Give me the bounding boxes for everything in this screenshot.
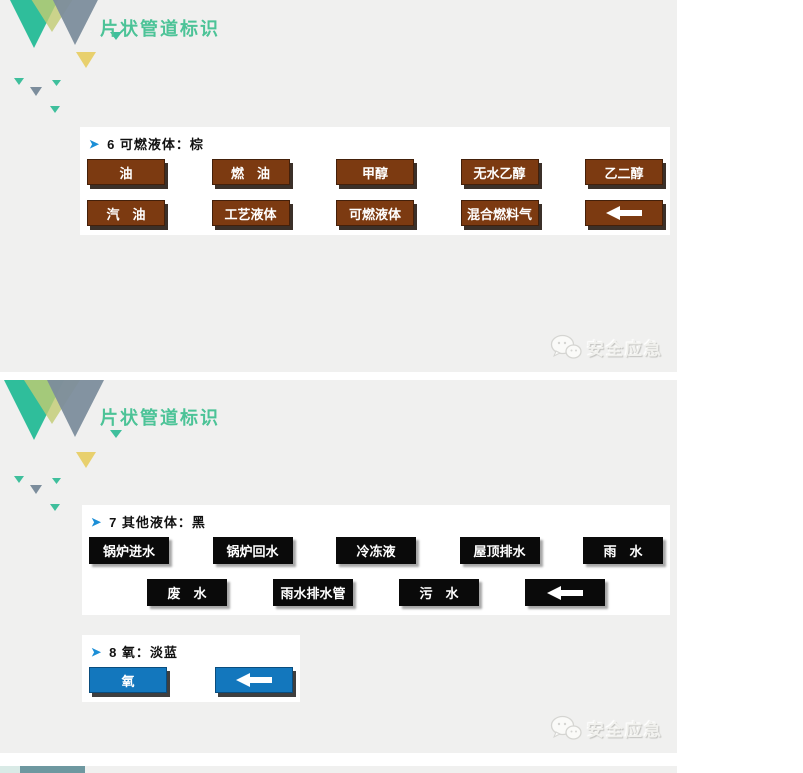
section-heading-text: 7 其他液体：黑: [109, 515, 206, 530]
tiny-teal-triangle: [52, 478, 61, 484]
section-panel-6: ➤ 6 可燃液体：棕油 燃 油 甲醇 无水乙醇 乙二醇汽 油 工艺液体 可燃液体 混合燃料气: [80, 127, 670, 235]
section-heading: ➤ 6 可燃液体：棕: [89, 134, 663, 153]
teal-triangle: [4, 380, 64, 440]
watermark: 安全应急: [550, 334, 663, 360]
slide-2: 片状管道标识 ➤ 7 其他液体：黑锅炉进水 锅炉回水 冷冻液 屋顶排水 雨 水废 水 雨水排…: [0, 380, 677, 753]
tiny-teal-triangle: [50, 504, 60, 511]
arrow-bullet-icon: ➤: [91, 514, 103, 529]
pipe-label: 雨水排水管: [273, 579, 353, 606]
pipe-label: 工艺液体: [211, 200, 290, 226]
tiny-teal-triangle: [14, 78, 24, 85]
pipe-label: 无水乙醇: [460, 159, 539, 185]
pipe-label: 屋顶排水: [459, 537, 540, 564]
tiny-teal-triangle: [52, 80, 61, 86]
section-heading-text: 8 氧：淡蓝: [109, 645, 178, 660]
pipe-label: 污 水: [399, 579, 479, 606]
olive-triangle: [24, 380, 80, 424]
label-row: 锅炉进水 锅炉回水 冷冻液 屋顶排水 雨 水: [89, 537, 663, 564]
pipe-label: 燃 油: [211, 159, 290, 185]
pipe-label: 油: [87, 159, 165, 185]
page-title: 片状管道标识: [100, 19, 220, 39]
tiny-teal-triangle: [50, 106, 60, 113]
pipe-label: 汽 油: [87, 200, 165, 226]
pipe-label: 废 水: [147, 579, 227, 606]
slide-1: 片状管道标识 ➤ 6 可燃液体：棕油 燃 油 甲醇 无水乙醇 乙二醇汽 油 工艺液体 可燃液体…: [0, 0, 677, 372]
yellow-triangle: [76, 452, 96, 468]
pipe-label: 雨 水: [583, 537, 663, 564]
logo-triangles: [4, 380, 122, 511]
olive-triangle: [31, 0, 73, 32]
pipe-label: 氧: [89, 667, 167, 693]
label-row: 汽 油 工艺液体 可燃液体 混合燃料气: [87, 200, 663, 226]
pipe-label: 冷冻液: [336, 537, 416, 564]
watermark: 安全应急: [550, 715, 663, 741]
section-panel-7: ➤ 7 其他液体：黑锅炉进水 锅炉回水 冷冻液 屋顶排水 雨 水废 水 雨水排水管 污 水: [82, 505, 670, 615]
left-arrow-icon: [215, 667, 293, 693]
watermark-text: 安全应急: [587, 720, 663, 740]
section-heading: ➤ 8 氧：淡蓝: [91, 642, 293, 661]
pipe-label: 锅炉回水: [212, 537, 293, 564]
next-slide-peek: [0, 766, 677, 773]
teal-triangle: [10, 0, 58, 48]
label-row: 废 水 雨水排水管 污 水: [89, 579, 663, 606]
watermark-text: 安全应急: [587, 339, 663, 359]
left-arrow-icon: [525, 579, 605, 606]
label-row: 氧: [89, 667, 293, 693]
pipe-label: 甲醇: [336, 159, 414, 185]
section-heading: ➤ 7 其他液体：黑: [91, 512, 663, 531]
teal-triangle-peek: [0, 766, 20, 773]
pipe-label: 锅炉进水: [89, 537, 169, 564]
arrow-bullet-icon: ➤: [89, 136, 101, 151]
gray-triangle: [52, 0, 98, 45]
tiny-gray-triangle: [30, 87, 42, 96]
section-heading-text: 6 可燃液体：棕: [107, 137, 204, 152]
left-arrow-icon: [585, 200, 663, 226]
tiny-teal-triangle: [14, 476, 24, 483]
wechat-icon: [550, 334, 582, 359]
gray-triangle: [47, 380, 104, 437]
label-row: 油 燃 油 甲醇 无水乙醇 乙二醇: [87, 159, 663, 185]
pipe-label: 乙二醇: [585, 159, 663, 185]
small-teal-triangle: [110, 430, 122, 438]
yellow-triangle: [76, 52, 96, 68]
gray-triangle-peek: [20, 766, 85, 773]
tiny-gray-triangle: [30, 485, 42, 494]
wechat-icon: [550, 715, 582, 740]
pipe-label: 可燃液体: [336, 200, 414, 226]
page-title: 片状管道标识: [100, 408, 220, 428]
arrow-bullet-icon: ➤: [91, 644, 103, 659]
pipe-label: 混合燃料气: [460, 200, 539, 226]
section-panel-8: ➤ 8 氧：淡蓝氧: [82, 635, 300, 702]
